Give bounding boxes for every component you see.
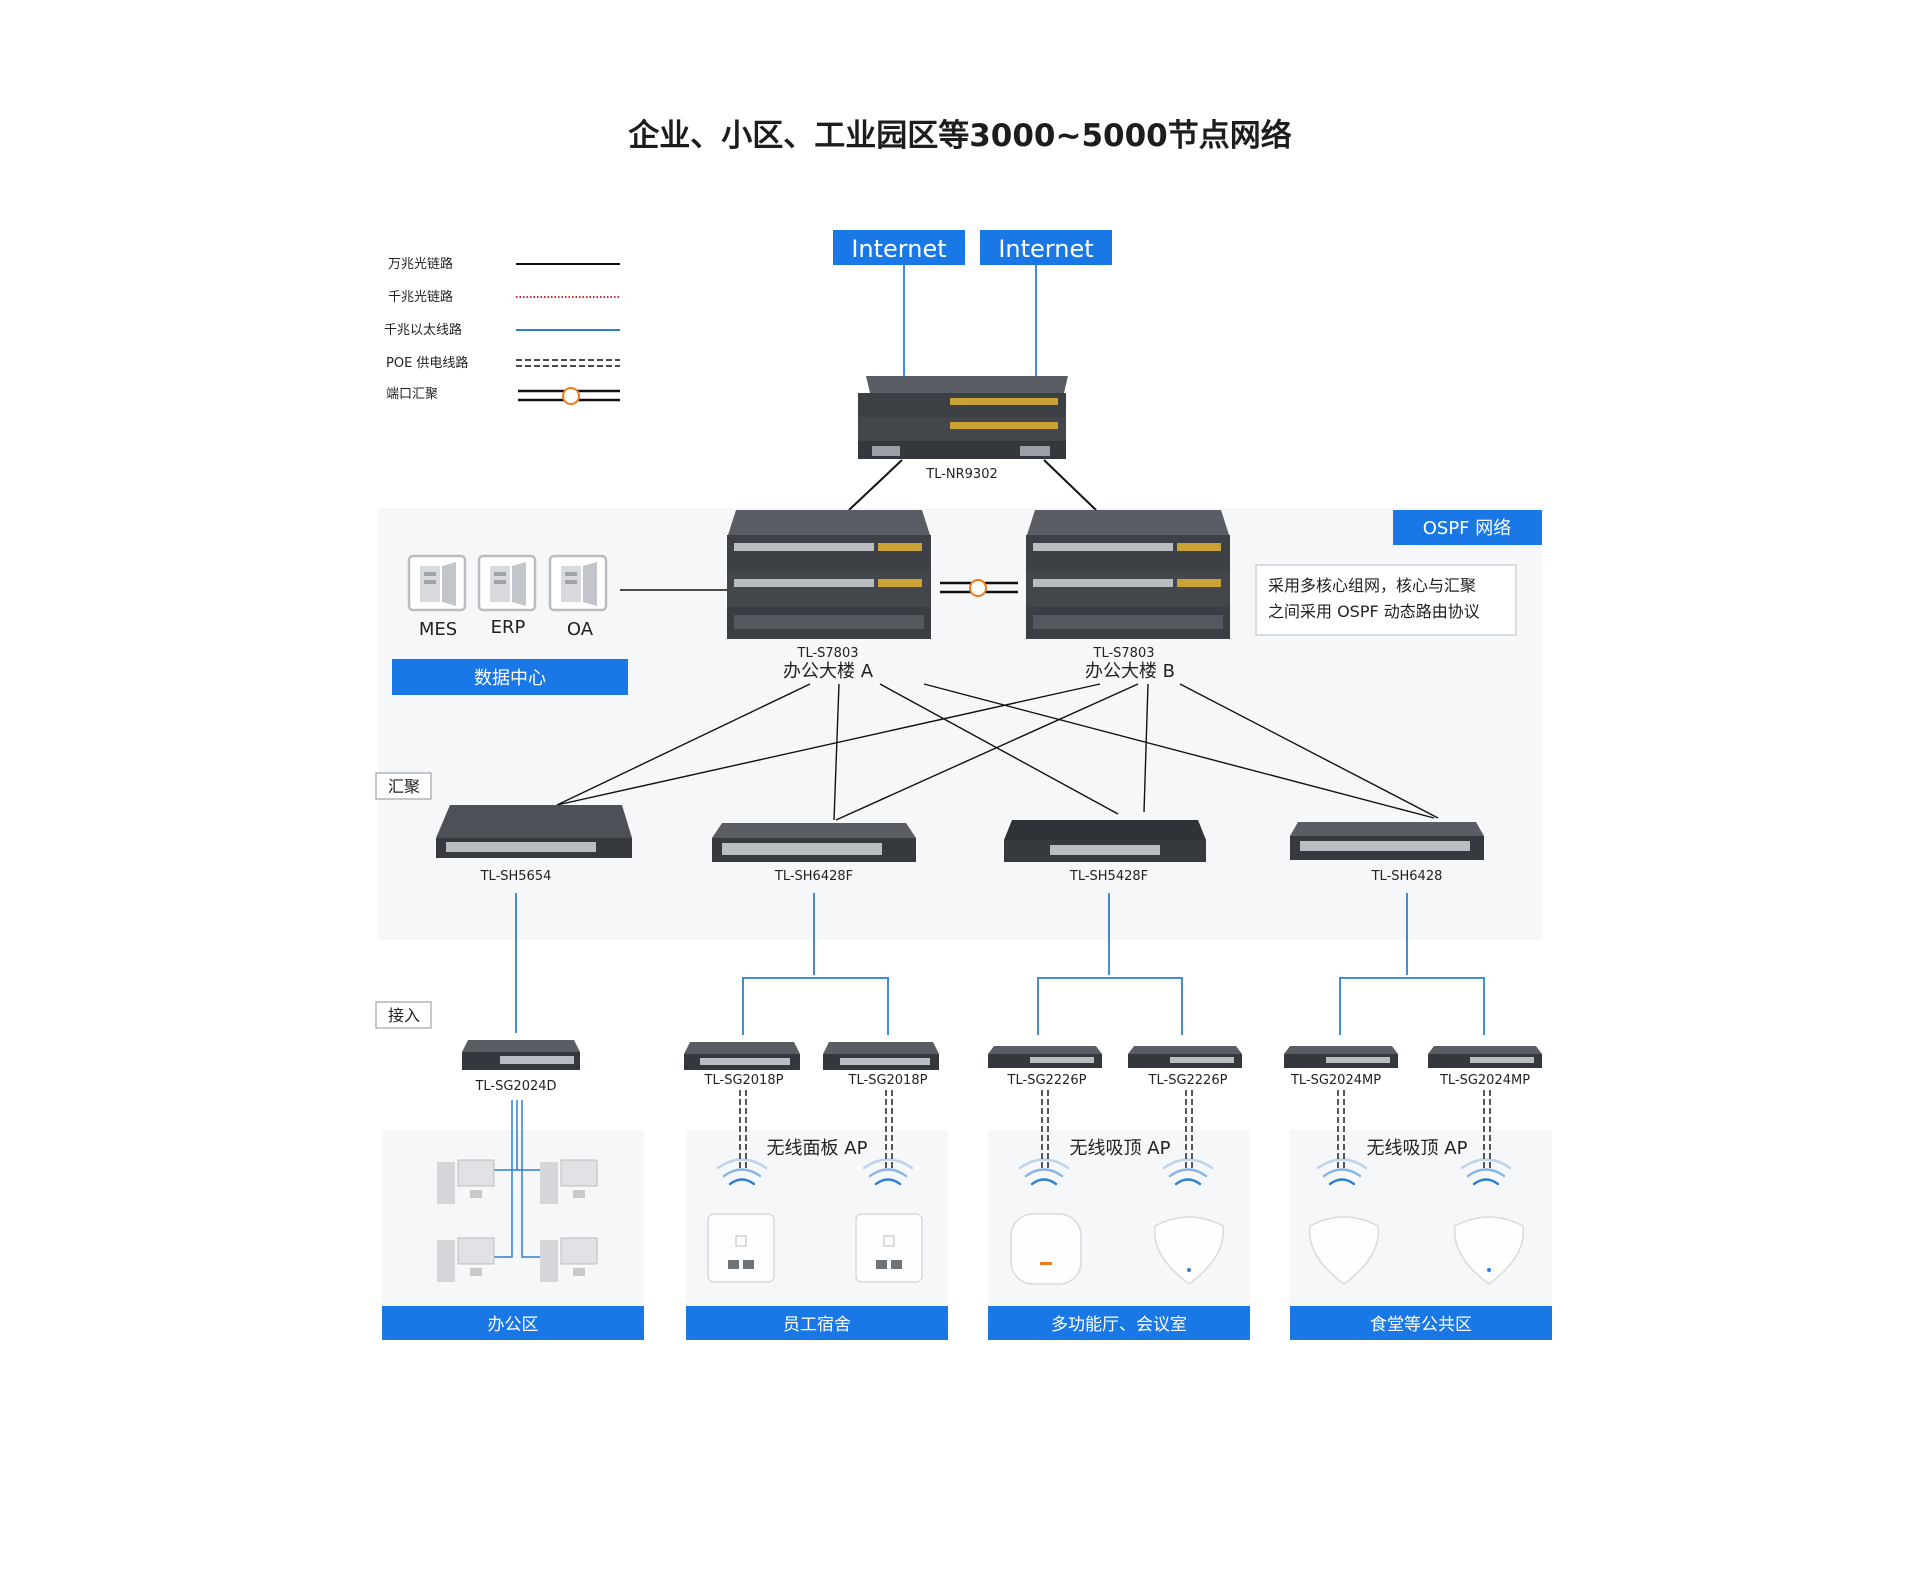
legend-label-aggregation: 端口汇聚: [386, 387, 438, 402]
agg-model-3: TL-SH5428F: [1069, 869, 1148, 884]
core-a-name: 办公大楼 A: [783, 661, 874, 682]
datacenter-label: 数据中心: [474, 668, 546, 689]
wifi-icon-1: [716, 1158, 768, 1186]
zone-label-box-canteen: [1290, 1306, 1552, 1340]
agg-switch-sh5428f: [1004, 820, 1206, 862]
zone-label-dorm: 员工宿舍: [783, 1315, 851, 1335]
agg-model-1: TL-SH5654: [480, 869, 552, 884]
core-switch-b: [1026, 510, 1230, 639]
wifi-icon-4: [1162, 1158, 1214, 1186]
server-icon-erp: [477, 554, 537, 612]
core-b-model: TL-S7803: [1093, 646, 1155, 661]
tier-aggregation-box: [375, 772, 432, 800]
datacenter: MES ERP OA 数据中心: [392, 554, 628, 695]
wifi-icon-6: [1460, 1158, 1512, 1186]
router-core-b-link: [1043, 459, 1097, 511]
agg-switch-sh6428: [1290, 822, 1484, 860]
access-model-6: TL-SG2024MP: [1290, 1073, 1381, 1088]
access-switch-sg2018p-1: [684, 1042, 800, 1070]
datacenter-label-box: [392, 659, 628, 695]
legend-label-poe: POE 供电线路: [386, 355, 468, 371]
access-model-1: TL-SG2024D: [474, 1079, 556, 1094]
ap-label-panel: 无线面板 AP: [767, 1138, 868, 1159]
ceiling-ap-3: [1308, 1216, 1380, 1285]
panel-ap-2: [855, 1213, 923, 1283]
zone-label-canteen: 食堂等公共区: [1370, 1315, 1472, 1335]
pc-icon-4: [540, 1237, 598, 1282]
wifi-icon-2: [862, 1158, 914, 1186]
ceiling-ap-2: [1153, 1216, 1225, 1285]
internet-label-1: Internet: [851, 235, 946, 263]
core-interlink-agg-circle: [969, 579, 987, 597]
legend-label-1g-fiber: 千兆光链路: [388, 289, 453, 305]
core-switch-a: [727, 510, 931, 639]
wifi-icons: [716, 1158, 1512, 1186]
server-label-mes: MES: [419, 619, 457, 640]
router-core-a-link: [848, 459, 903, 511]
legend-label-10g-fiber: 万兆光链路: [388, 256, 453, 272]
zone-label-box-hall: [988, 1306, 1250, 1340]
access-switch-sg2226p-2: [1128, 1046, 1242, 1068]
access-model-3: TL-SG2018P: [848, 1073, 928, 1088]
server-icon-mes: [407, 554, 467, 612]
ceiling-ap-4: [1453, 1216, 1525, 1285]
server-label-erp: ERP: [491, 617, 526, 638]
ceiling-ap-1: [1010, 1213, 1082, 1285]
access-model-7: TL-SG2024MP: [1439, 1073, 1530, 1088]
panel-ap-1: [707, 1213, 775, 1283]
wifi-icon-5: [1316, 1158, 1368, 1186]
access-model-4: TL-SG2226P: [1007, 1073, 1087, 1088]
zone-label-office: 办公区: [488, 1315, 539, 1335]
server-label-oa: OA: [567, 619, 594, 640]
agg-switch-sh5654: [436, 805, 632, 858]
zone-label-box-dorm: [686, 1306, 948, 1340]
ospf-note-line-2: 之间采用 OSPF 动态路由协议: [1268, 602, 1480, 621]
wifi-icon-3: [1018, 1158, 1070, 1186]
ap-label-ceiling-2: 无线吸顶 AP: [1367, 1138, 1468, 1159]
router-model: TL-NR9302: [925, 467, 998, 482]
agg-model-2: TL-SH6428F: [774, 869, 853, 884]
office-lan-links: [494, 1100, 540, 1258]
server-icon-oa: [548, 554, 608, 612]
internet-box-1: [833, 230, 965, 265]
legend-agg-circle: [562, 387, 580, 405]
ospf-badge-label: OSPF 网络: [1423, 518, 1512, 539]
core-aggregation-links: [556, 683, 1439, 821]
pc-icon-2: [540, 1159, 598, 1204]
access-switch-sg2024mp-2: [1428, 1046, 1542, 1068]
access-model-2: TL-SG2018P: [704, 1073, 784, 1088]
access-switch-sg2226p-1: [988, 1046, 1102, 1068]
legend-label-1g-ethernet: 千兆以太线路: [384, 322, 462, 338]
diagram-title: 企业、小区、工业园区等3000~5000节点网络: [628, 118, 1292, 154]
pc-icon-3: [437, 1237, 495, 1282]
tier-access-label: 接入: [388, 1006, 420, 1025]
ospf-note-line-1: 采用多核心组网，核心与汇聚: [1268, 576, 1476, 595]
pc-icon-1: [437, 1159, 495, 1204]
access-switches: [462, 1040, 1542, 1070]
access-switch-sg2024mp-1: [1284, 1046, 1398, 1068]
ospf-note-box: [1255, 564, 1517, 636]
tier-aggregation-label: 汇聚: [388, 777, 420, 796]
access-switch-sg2018p-2: [823, 1042, 939, 1070]
internet-box-2: [980, 230, 1112, 265]
agg-model-4: TL-SH6428: [1371, 869, 1443, 884]
core-b-name: 办公大楼 B: [1085, 661, 1175, 682]
zone-panel-office: [382, 1130, 644, 1306]
poe-links: [739, 1090, 1491, 1168]
access-switch-sg2024d: [462, 1040, 580, 1070]
aggregation-access-links: [515, 893, 1485, 1035]
ap-label-ceiling-1: 无线吸顶 AP: [1070, 1138, 1171, 1159]
ospf-badge: [1393, 510, 1542, 545]
agg-switch-sh6428f: [712, 823, 916, 862]
router-device: [858, 376, 1068, 459]
tier-access-box: [375, 1001, 432, 1029]
internet-label-2: Internet: [998, 235, 1093, 263]
access-model-5: TL-SG2226P: [1148, 1073, 1228, 1088]
legend: 万兆光链路 千兆光链路 千兆以太线路 POE 供电线路 端口汇聚: [384, 256, 620, 405]
zone-label-box-office: [382, 1306, 644, 1340]
zone-label-hall: 多功能厅、会议室: [1051, 1315, 1187, 1335]
core-a-model: TL-S7803: [797, 646, 859, 661]
